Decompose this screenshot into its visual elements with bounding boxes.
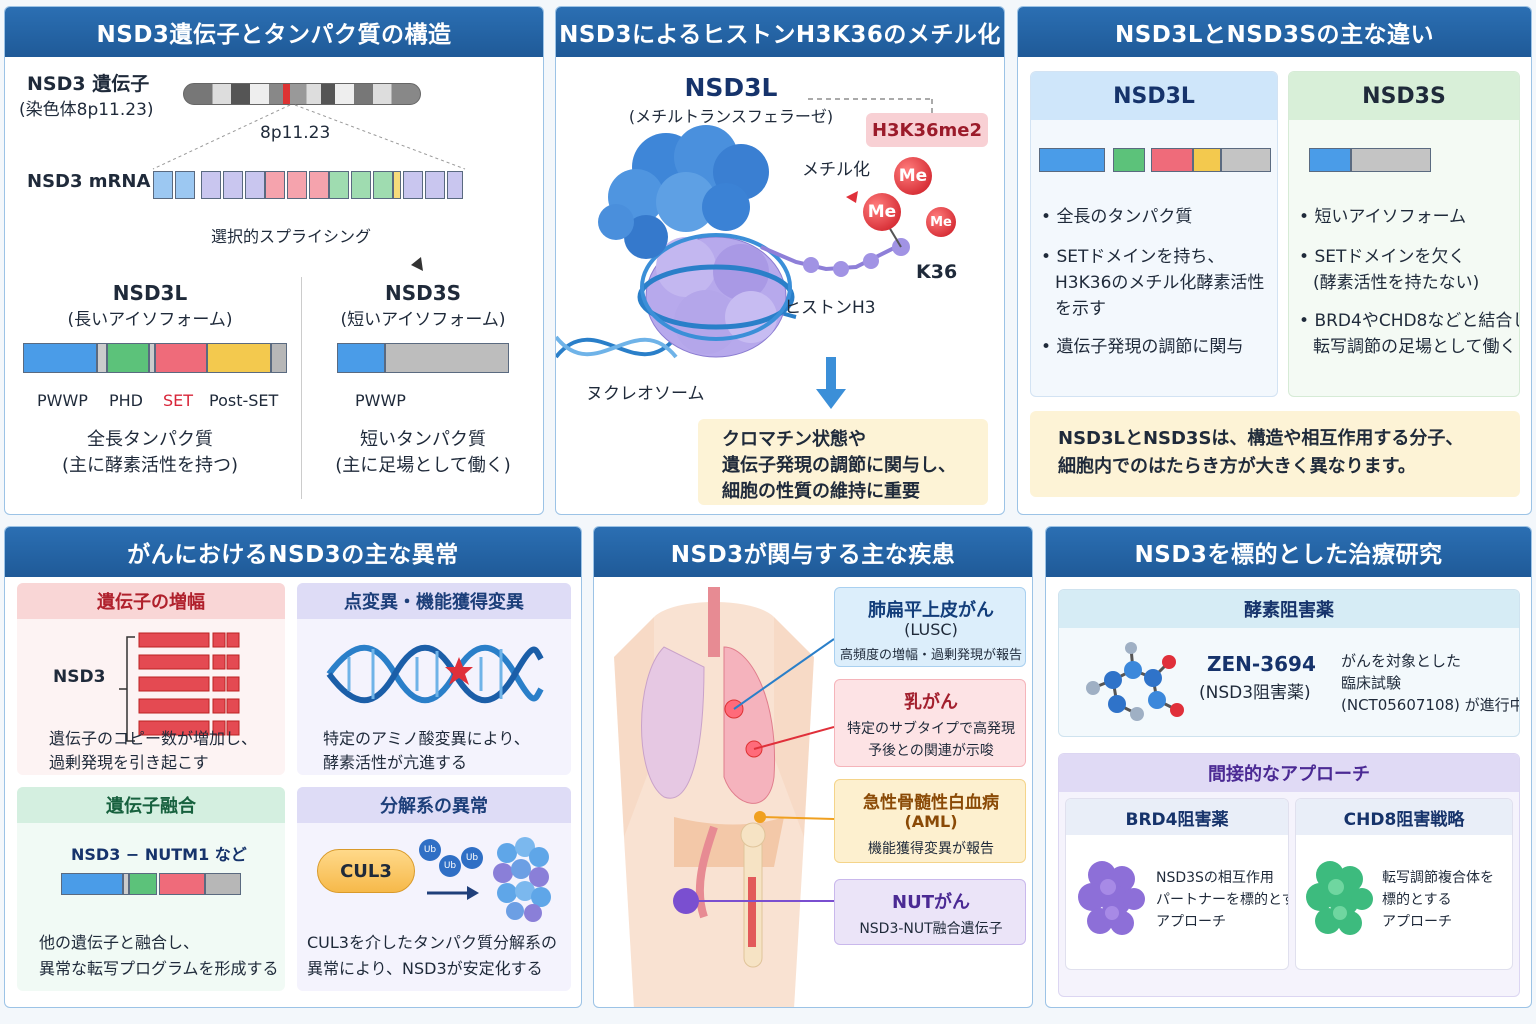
fusion-card: 遺伝子融合 NSD3 − NUTM1 など 他の遺伝子と融合し、 異常な転写プロ… <box>17 787 285 991</box>
ubiquitin-icon: Ub <box>439 855 461 877</box>
me-group-1: Me <box>894 157 932 195</box>
nsd3s-point-3: • BRD4やCHD8などと結合し、 <box>1299 311 1519 331</box>
panel-diseases: NSD3が関与する主な疾患 肺扁平上皮がん (LUSC) 高頻度の増幅・過剰発現… <box>593 526 1033 1008</box>
domain-set: SET <box>163 391 194 410</box>
nsd3s-bar <box>1309 148 1431 172</box>
result-box: クロマチン状態や 遺伝子発現の調節に関与し、 細胞の性質の維持に重要 <box>698 419 988 505</box>
long-protein-bar <box>23 343 287 373</box>
nsd3l-point-2: • SETドメインを持ち、 <box>1041 247 1225 267</box>
long-isoform-sub: (長いアイソフォーム) <box>67 310 233 330</box>
me-group-3: Me <box>926 207 956 237</box>
brd4-protein-icon <box>1078 861 1145 935</box>
nsd3l-card-title: NSD3L <box>1031 72 1277 120</box>
methyl-mark-badge: H3K36me2 <box>866 113 988 147</box>
me-group-2: Me <box>863 193 901 231</box>
panel-title: NSD3遺伝子とタンパク質の構造 <box>5 7 543 57</box>
arrow-icon <box>427 886 479 900</box>
drug-sub: (NSD3阻害薬) <box>1199 683 1311 703</box>
gene-label: NSD3 遺伝子 <box>27 73 150 95</box>
domain-pwwp-short: PWWP <box>355 391 406 410</box>
dna-mutation-icon <box>326 644 544 704</box>
disease-lusc: 肺扁平上皮がん (LUSC) 高頻度の増幅・過剰発現が報告 <box>834 587 1026 667</box>
panel-methylation: NSD3によるヒストンH3K36のメチル化 NSD3L (メチルトランスフェラー… <box>555 6 1005 515</box>
panel-title: NSD3によるヒストンH3K36のメチル化 <box>556 7 1004 57</box>
enzyme-inhibitor-title: 酵素阻害薬 <box>1059 590 1519 628</box>
panel-title: NSD3LとNSD3Sの主な違い <box>1018 7 1531 57</box>
chromosome-icon <box>183 83 421 105</box>
nsd3s-point-2: • SETドメインを欠く <box>1299 247 1466 267</box>
methyl-mark-label: H3K36me2 <box>871 119 983 141</box>
panel-title: NSD3を標的とした治療研究 <box>1046 527 1531 577</box>
ubiquitin-icon: Ub <box>461 847 483 869</box>
disease-nut-carcinoma: NUTがん NSD3-NUT融合遺伝子 <box>834 879 1026 945</box>
short-desc-2: (主に足場として働く) <box>335 455 511 476</box>
fusion-title: 遺伝子融合 <box>17 787 285 823</box>
panel-structure: NSD3遺伝子とタンパク質の構造 NSD3 遺伝子 (染色体8p11.23) 8… <box>4 6 544 515</box>
short-protein-bar <box>337 343 509 373</box>
cul3-badge: CUL3 <box>317 849 415 893</box>
chd8-card: CHD8阻害戦略 転写調節複合体を 標的とする アプローチ <box>1295 798 1513 970</box>
k36-label: K36 <box>916 261 958 283</box>
drug-name: ZEN-3694 <box>1207 652 1316 676</box>
nsd3l-point-1: • 全長のタンパク質 <box>1041 207 1193 227</box>
chrom-label: (染色体8p11.23) <box>19 100 154 120</box>
summary-note: NSD3LとNSD3Sは、構造や相互作用する分子、 細胞内でのはたらき方が大きく… <box>1030 411 1520 497</box>
human-body-illustration <box>614 587 834 1007</box>
gene-copies-icon <box>119 632 240 742</box>
nsd3s-card: NSD3S • 短いアイソフォーム • SETドメインを欠く (酵素活性を持たな… <box>1288 71 1520 397</box>
short-desc: 短いタンパク質 <box>360 429 486 450</box>
degradation-card: 分解系の異常 CUL3 Ub Ub Ub CUL3を介したタンパク質分解系の 異… <box>297 787 571 991</box>
nsd3l-card: NSD3L • 全長のタンパク質 • SETドメインを持ち、 H3K36のメチル… <box>1030 71 1278 397</box>
mrna-bar <box>153 171 463 199</box>
panel-therapy: NSD3を標的とした治療研究 酵素阻害薬 ZEN-3694 (NSD3阻害薬) … <box>1045 526 1532 1008</box>
domain-pwwp: PWWP <box>37 391 88 410</box>
nucleosome-illustration <box>556 98 933 409</box>
ubiquitin-icon: Ub <box>419 839 441 861</box>
molecule-icon <box>1086 642 1184 721</box>
disease-breast-cancer: 乳がん 特定のサブタイプで高発現 予後との関連が示唆 <box>834 679 1026 767</box>
domain-postset: Post-SET <box>209 391 279 410</box>
indirect-approach-card: 間接的なアプローチ BRD4阻害薬 NSD3Sの相互作用 パートナーを標的とする… <box>1058 753 1520 997</box>
nsd3s-card-title: NSD3S <box>1289 72 1519 120</box>
enzyme-sub: (メチルトランスフェラーゼ) <box>628 107 834 126</box>
panel-title: NSD3が関与する主な疾患 <box>594 527 1032 577</box>
nsd3l-point-3: • 遺伝子発現の調節に関与 <box>1041 337 1244 357</box>
fusion-bar <box>61 873 241 895</box>
panel-differences: NSD3LとNSD3Sの主な違い NSD3L • 全長のタンパク質 • SETド… <box>1017 6 1532 515</box>
mrna-label: NSD3 mRNA <box>27 171 151 192</box>
short-isoform-name: NSD3S <box>384 281 462 305</box>
long-desc: 全長タンパク質 <box>87 429 213 450</box>
mutation-card: 点変異・機能獲得変異 特定のアミノ酸変異により、 酵素活性が亢進する <box>297 583 571 775</box>
enzyme-inhibitor-card: 酵素阻害薬 ZEN-3694 (NSD3阻害薬) がんを対象とした 臨床試験 (… <box>1058 589 1520 737</box>
protein-complex-icon <box>493 837 551 922</box>
fusion-label: NSD3 − NUTM1 など <box>71 845 247 864</box>
histone-label: ヒストンH3 <box>784 298 876 318</box>
brd4-card: BRD4阻害薬 NSD3Sの相互作用 パートナーを標的とする アプローチ <box>1065 798 1289 970</box>
short-isoform-sub: (短いアイソフォーム) <box>340 310 506 330</box>
splicing-label: 選択的スプライシング <box>211 227 372 246</box>
domain-phd: PHD <box>109 391 143 410</box>
panel-cancer-abnormalities: がんにおけるNSD3の主な異常 遺伝子の増幅 NSD3 遺伝子のコピー数が増加し… <box>4 526 582 1008</box>
nsd3s-point-1: • 短いアイソフォーム <box>1299 207 1467 227</box>
arrow-right-icon <box>411 257 423 271</box>
nucleosome-label: ヌクレオソーム <box>586 384 705 404</box>
degradation-title: 分解系の異常 <box>297 787 571 823</box>
panel-title: がんにおけるNSD3の主な異常 <box>5 527 581 577</box>
zoom-lines <box>152 104 466 170</box>
chd8-protein-icon <box>1306 861 1373 935</box>
methylation-label: メチル化 <box>802 160 870 180</box>
long-isoform-name: NSD3L <box>112 281 188 305</box>
nsd3l-bar <box>1039 148 1271 172</box>
amplification-title: 遺伝子の増幅 <box>17 583 285 619</box>
amplification-gene: NSD3 <box>53 667 106 687</box>
indirect-approach-title: 間接的なアプローチ <box>1059 754 1519 792</box>
mutation-title: 点変異・機能獲得変異 <box>297 583 571 619</box>
enzyme-name: NSD3L <box>684 73 778 102</box>
locus-label: 8p11.23 <box>260 123 331 143</box>
amplification-card: 遺伝子の増幅 NSD3 遺伝子のコピー数が増加し、 過剰発現を引き起こす <box>17 583 285 775</box>
disease-aml: 急性骨髄性白血病 (AML) 機能獲得変異が報告 <box>834 779 1026 863</box>
long-desc-2: (主に酵素活性を持つ) <box>61 455 239 476</box>
